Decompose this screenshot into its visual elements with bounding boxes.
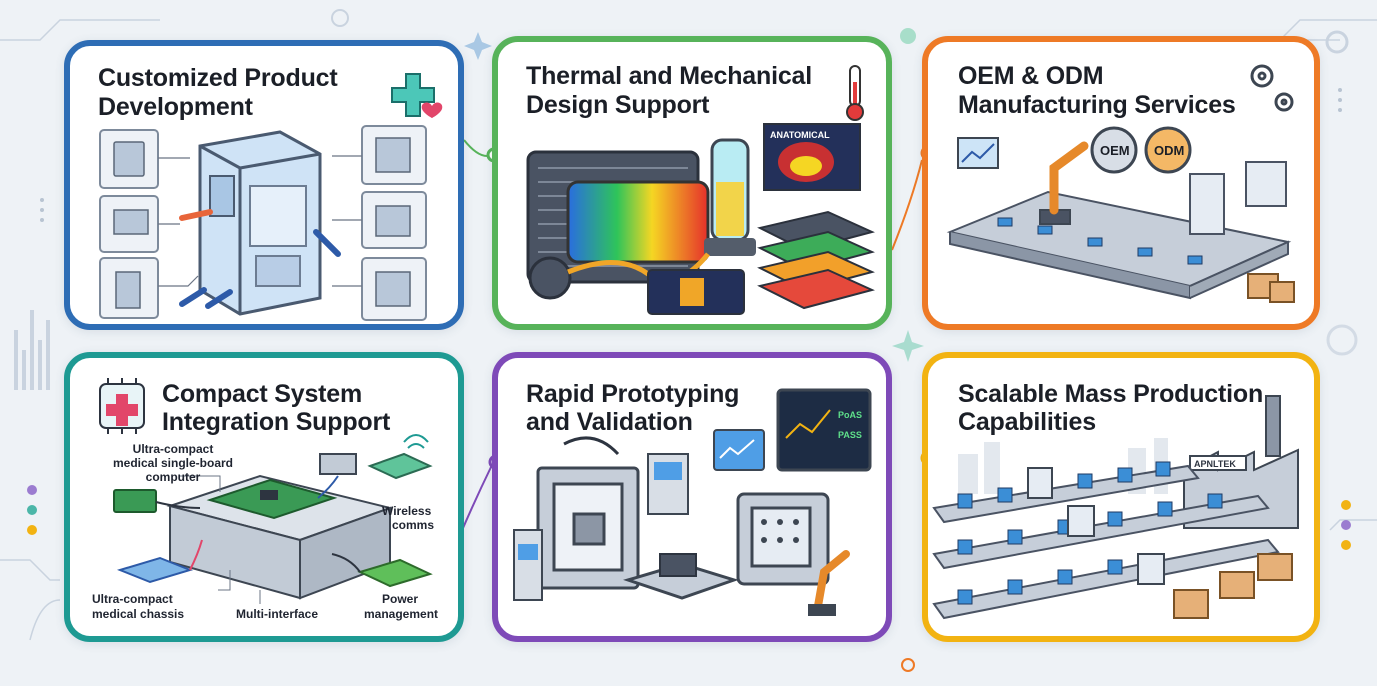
thermometer-icon (846, 65, 864, 121)
system-integration-illustration (99, 378, 433, 604)
factory-line-illustration: OEM ODM (946, 64, 1295, 303)
panel-scalable-mass-production: APNLTEK Scalable Mass Producti (922, 352, 1320, 642)
callout-chassis-line2: medical chassis (92, 607, 185, 621)
callout-multi-interface: Multi-interface (236, 607, 319, 621)
panel-title-line1: Compact System (162, 380, 363, 408)
panel-title-line1: OEM & ODM (958, 62, 1104, 90)
panel-title-line1: Thermal and Mechanical (526, 62, 812, 90)
callout-power-line1: Power (382, 592, 419, 606)
thermal-map-label: ANATOMICAL (770, 130, 830, 140)
screen-text-1: PoAS (838, 410, 862, 420)
callout-chassis-line1: Ultra-compact (92, 592, 173, 606)
mass-production-illustration: APNLTEK (932, 395, 1299, 620)
computer-chassis-illustration (99, 73, 443, 321)
panel-title-line2: Manufacturing Services (958, 91, 1236, 119)
panel-title-line2: and Validation (526, 408, 693, 436)
callout-sbc-line1: Ultra-compact (132, 442, 214, 456)
odm-badge: ODM (1154, 143, 1184, 158)
callout-sbc-line2: medical single-board (112, 456, 234, 470)
callout-wireless-line2: comms (392, 518, 435, 532)
medical-cross-heart-icon (391, 73, 443, 118)
panel-oem-odm-manufacturing: OEM ODM OEM & ODM Manufacturing Services (922, 36, 1320, 330)
callout-power-line2: management (364, 607, 439, 621)
oem-badge: OEM (1100, 143, 1130, 158)
panel-title-line1: Rapid Prototyping (526, 380, 740, 408)
panel-title-line2: Capabilities (958, 408, 1096, 436)
monitor-icon: PoAS PASS (776, 388, 872, 472)
medical-chip-icon (99, 378, 145, 434)
liquid-cooling-illustration: ANATOMICAL (526, 65, 875, 315)
panel-title-line1: Scalable Mass Production (958, 380, 1264, 408)
panel-title-line1: Customized Product (98, 64, 338, 92)
callout-sbc-line3: computer (145, 470, 201, 484)
panel-customized-product-development: Customized Product Development (64, 40, 464, 330)
prototyping-lab-illustration: PoAS PASS (513, 388, 872, 616)
panel-title-line2: Design Support (526, 91, 710, 119)
panel-compact-system-integration: Compact System Integration Support Ultra… (64, 352, 464, 642)
screen-text-2: PASS (838, 430, 862, 440)
factory-sign: APNLTEK (1194, 459, 1236, 469)
panel-thermal-mechanical-design: ANATOMICAL Thermal and Mechanical Design… (492, 36, 892, 330)
panel-rapid-prototyping: PoAS PASS Rapid Prot (492, 352, 892, 642)
panel-title-line2: Integration Support (162, 408, 391, 436)
panel-title-line2: Development (98, 93, 253, 121)
callout-wireless-line1: Wireless (382, 504, 432, 518)
gears-icon (1250, 64, 1294, 112)
